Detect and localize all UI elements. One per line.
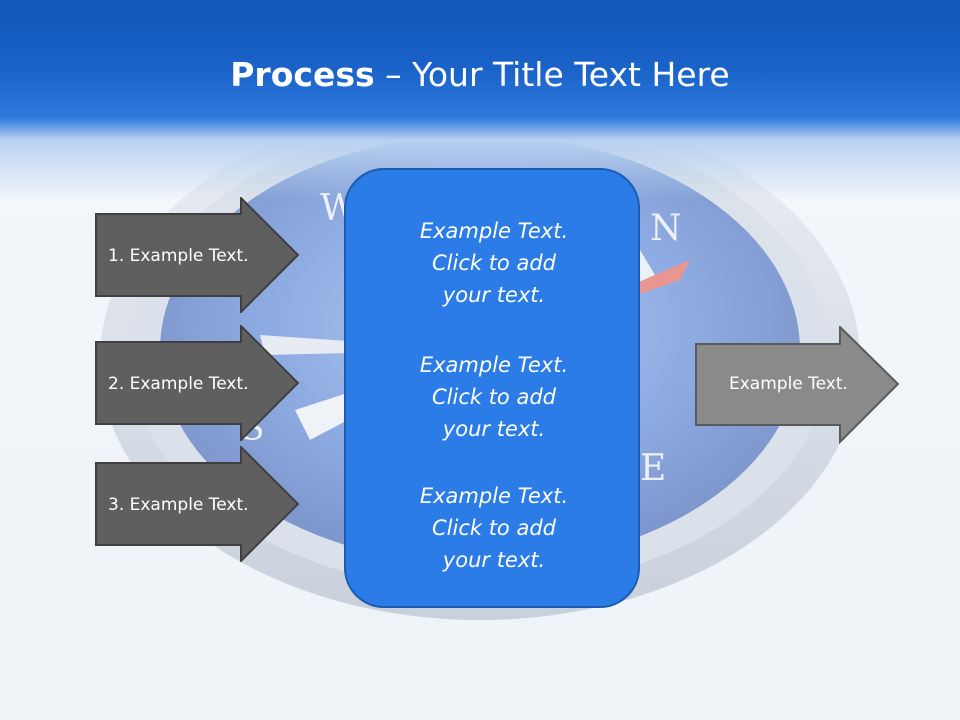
right-arrow bbox=[695, 326, 900, 444]
center-block-2-line-3: your text. bbox=[442, 417, 546, 441]
center-text-block-1: Example Text. Click to add your text. bbox=[346, 215, 642, 311]
center-block-2-line-1: Example Text. bbox=[419, 353, 569, 377]
title-rest: – Your Title Text Here bbox=[374, 55, 730, 94]
left-arrow-2 bbox=[95, 325, 300, 441]
center-text-block-3: Example Text. Click to add your text. bbox=[346, 480, 642, 576]
center-block-2-line-2: Click to add bbox=[431, 385, 556, 409]
left-arrow-1-label: 1. Example Text. bbox=[108, 246, 249, 266]
center-block-1-line-3: your text. bbox=[442, 283, 546, 307]
left-arrow-1 bbox=[95, 197, 300, 313]
header-band bbox=[0, 0, 960, 200]
center-block-3-line-2: Click to add bbox=[431, 516, 556, 540]
svg-text:E: E bbox=[640, 448, 666, 489]
svg-text:N: N bbox=[650, 208, 682, 249]
center-text-box[interactable]: Example Text. Click to add your text. Ex… bbox=[344, 168, 640, 608]
slide-title: Process – Your Title Text Here bbox=[0, 52, 960, 98]
center-block-1-line-2: Click to add bbox=[431, 251, 556, 275]
title-bold: Process bbox=[230, 55, 375, 94]
right-arrow-label: Example Text. bbox=[729, 374, 848, 394]
left-arrow-2-label: 2. Example Text. bbox=[108, 374, 249, 394]
center-text-block-2: Example Text. Click to add your text. bbox=[346, 349, 642, 445]
left-arrow-3 bbox=[95, 446, 300, 562]
center-block-3-line-1: Example Text. bbox=[419, 484, 569, 508]
left-arrow-3-label: 3. Example Text. bbox=[108, 495, 249, 515]
center-block-3-line-3: your text. bbox=[442, 548, 546, 572]
center-block-1-line-1: Example Text. bbox=[419, 219, 569, 243]
